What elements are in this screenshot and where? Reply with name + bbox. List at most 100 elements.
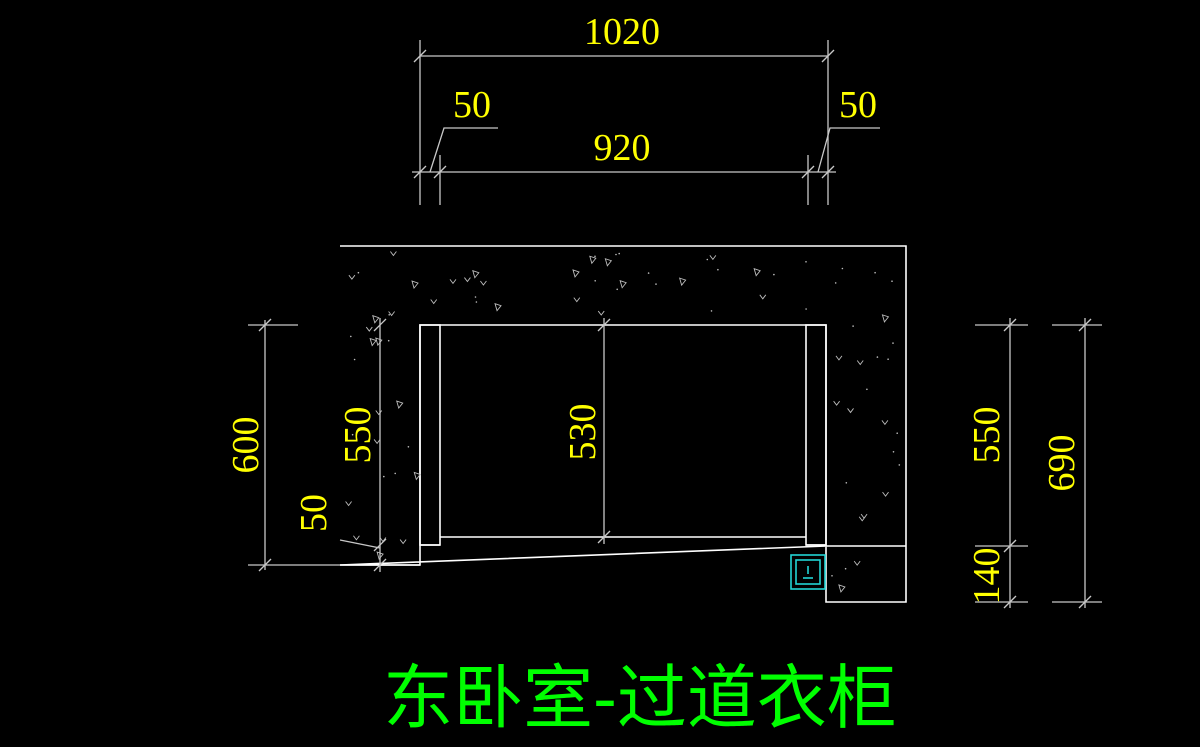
hatch-mark	[835, 355, 843, 361]
hatch-mark	[597, 310, 605, 316]
hatch-mark	[383, 475, 385, 478]
center-dimension: 530	[562, 318, 611, 544]
dim-text-right-lower: 140	[966, 548, 1008, 605]
hatch-mark	[589, 255, 597, 265]
dim-text-left-bottom: 50	[293, 494, 335, 532]
tick	[258, 318, 272, 332]
hatch-mark	[411, 280, 419, 290]
dim-text-right-upper: 550	[966, 407, 1008, 464]
hatch-mark	[357, 271, 360, 274]
wall-hatch	[345, 251, 901, 593]
dim-text-right-gap: 50	[839, 84, 877, 126]
hatch-mark	[388, 311, 395, 317]
tick	[597, 530, 611, 544]
dim-text-left-inner-height: 550	[337, 407, 379, 464]
hatch-mark	[834, 282, 837, 284]
hatch-mark	[838, 584, 846, 593]
floor-drain-icon	[790, 554, 826, 590]
hatch-mark	[474, 296, 477, 298]
hatch-mark	[616, 288, 618, 291]
hatch-mark	[891, 280, 893, 283]
hatch-mark	[430, 299, 438, 305]
hatch-mark	[710, 310, 713, 312]
hatch-mark	[753, 267, 761, 277]
hatch-mark	[892, 342, 894, 344]
hatch-mark	[805, 261, 807, 263]
hatch-mark	[375, 410, 383, 416]
hatch-mark	[464, 277, 471, 283]
hatch-mark	[717, 268, 719, 271]
hatch-mark	[881, 314, 890, 323]
hatch-mark	[619, 280, 627, 289]
wardrobe-plan	[339, 245, 907, 603]
hatch-mark	[369, 337, 377, 347]
tick	[373, 538, 387, 552]
right-dimensions: 550 140 690	[966, 318, 1102, 609]
hatch-mark	[399, 539, 407, 545]
hatch-mark	[375, 337, 383, 347]
hatch-mark	[572, 269, 580, 278]
hatch-mark	[887, 358, 889, 361]
hatch-mark	[709, 255, 717, 261]
dim-text-overall-width: 1020	[584, 11, 660, 53]
hatch-mark	[449, 279, 457, 285]
hatch-mark	[475, 301, 478, 303]
hatch-mark	[353, 535, 360, 541]
tick	[821, 165, 835, 179]
hatch-mark	[706, 258, 709, 261]
tick	[1003, 595, 1017, 609]
tick	[1078, 318, 1092, 332]
hatch-mark	[615, 253, 617, 256]
tick	[413, 165, 427, 179]
hatch-mark	[882, 491, 889, 497]
hatch-mark	[353, 358, 356, 361]
dim-text-right-total: 690	[1041, 435, 1083, 492]
leader-left-50	[429, 127, 498, 173]
hatch-mark	[365, 326, 373, 332]
hatch-mark	[647, 272, 650, 274]
hatch-mark	[618, 252, 620, 255]
tick	[1003, 539, 1017, 553]
hatch-mark	[892, 451, 895, 453]
hatch-mark	[573, 297, 581, 303]
hatch-mark	[898, 464, 901, 466]
hatch-mark	[773, 273, 775, 276]
hatch-mark	[390, 251, 397, 257]
hatch-mark	[494, 302, 502, 312]
hatch-mark	[805, 308, 807, 310]
tick	[413, 49, 427, 63]
hatch-mark	[394, 472, 397, 475]
tick	[821, 49, 835, 63]
tick	[373, 558, 387, 572]
hatch-mark	[866, 388, 868, 391]
hatch-mark	[350, 335, 352, 338]
hatch-mark	[858, 516, 866, 522]
tick	[258, 558, 272, 572]
left-side-panel	[419, 324, 441, 546]
dim-text-left-height: 600	[225, 417, 267, 474]
hatch-mark	[372, 315, 380, 324]
hatch-mark	[678, 277, 687, 287]
hatch-mark	[396, 400, 404, 410]
hatch-mark	[351, 433, 354, 436]
tick	[373, 318, 387, 332]
dim-text-left-gap: 50	[453, 84, 491, 126]
left-dimensions: 600 550 50	[225, 318, 387, 572]
tick	[597, 318, 611, 332]
hatch-mark	[881, 420, 889, 426]
hatch-mark	[847, 408, 854, 414]
hatch-mark	[472, 270, 480, 279]
hatch-mark	[852, 325, 854, 327]
tick	[433, 165, 447, 179]
hatch-mark	[604, 258, 613, 267]
hatch-mark	[388, 314, 391, 316]
hatch-mark	[594, 280, 596, 282]
hatch-mark	[833, 400, 840, 406]
hatch-mark	[845, 482, 848, 484]
hatch-mark	[594, 255, 596, 258]
hatch-mark	[844, 567, 847, 570]
right-side-panel	[805, 324, 827, 546]
hatch-mark	[874, 271, 876, 274]
hatch-mark	[876, 356, 879, 358]
